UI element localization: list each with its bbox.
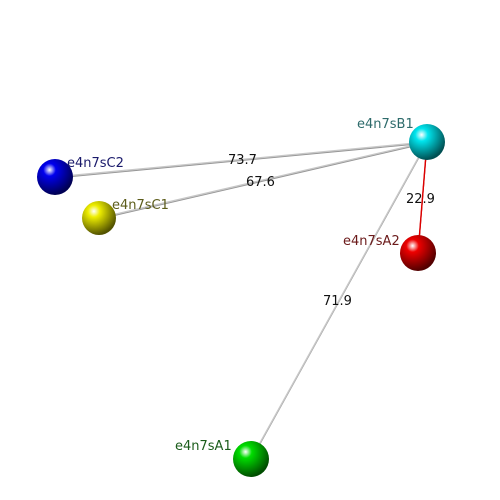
edge-e4n7sC2-e4n7sB1 xyxy=(54,141,428,178)
node-label-e4n7sC2: e4n7sC2 xyxy=(67,156,124,171)
edge-e4n7sA1-e4n7sB1 xyxy=(250,141,428,460)
node-label-e4n7sA1: e4n7sA1 xyxy=(175,439,232,454)
node-e4n7sC2 xyxy=(37,159,73,195)
edge-e4n7sC2-e4n7sB1-shadow xyxy=(54,142,428,179)
node-labels-layer: e4n7sB1 e4n7sC2 e4n7sC1 e4n7sA2 e4n7sA1 xyxy=(67,117,414,454)
node-e4n7sA1 xyxy=(233,441,269,477)
nodes-layer xyxy=(37,124,445,477)
edge-label-e4n7sA1-e4n7sB1: 71.9 xyxy=(323,294,352,309)
node-label-e4n7sB1: e4n7sB1 xyxy=(357,117,414,132)
edge-e4n7sC1-e4n7sB1 xyxy=(98,141,428,219)
edge-e4n7sC1-e4n7sB1-shadow xyxy=(98,142,428,220)
node-label-e4n7sC1: e4n7sC1 xyxy=(112,198,169,213)
edge-label-e4n7sA2-e4n7sB1: 22.9 xyxy=(406,192,435,207)
node-e4n7sC1 xyxy=(82,201,116,235)
node-e4n7sB1 xyxy=(409,124,445,160)
edge-e4n7sA2-e4n7sB1 xyxy=(417,141,428,254)
node-e4n7sA2 xyxy=(400,235,436,271)
edge-label-e4n7sC1-e4n7sB1: 67.6 xyxy=(246,175,275,190)
edge-label-e4n7sC2-e4n7sB1: 73.7 xyxy=(228,153,257,168)
edges-layer xyxy=(54,141,428,461)
edge-labels-layer: 73.7 67.6 22.9 71.9 xyxy=(228,153,435,309)
node-label-e4n7sA2: e4n7sA2 xyxy=(343,234,400,249)
